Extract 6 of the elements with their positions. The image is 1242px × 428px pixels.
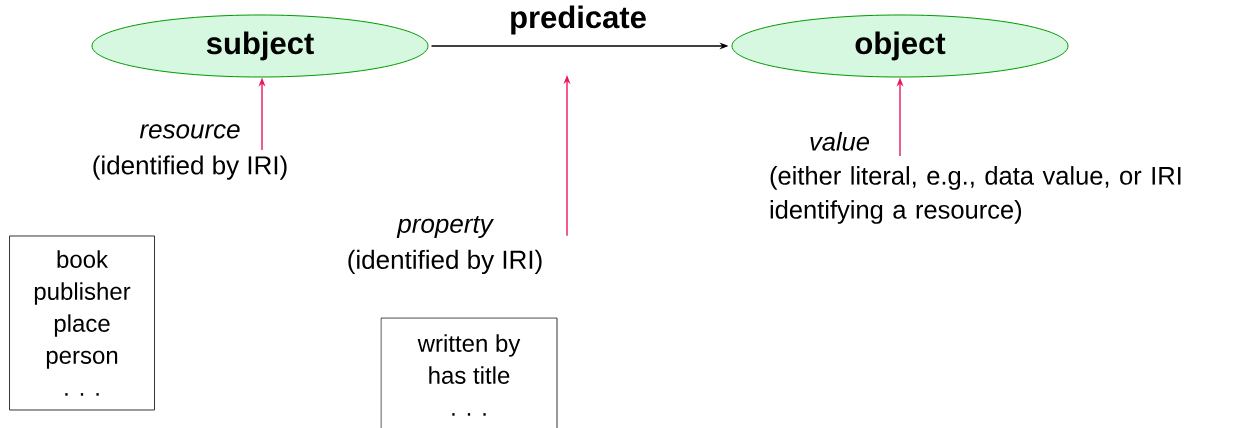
annotation-text: value (either literal, e.g., data value, or IRI identifying a resource) bbox=[770, 132, 1181, 224]
annotation-text: resource (identified by IRI) bbox=[93, 124, 287, 180]
example-list-box: written by has title . . . bbox=[380, 317, 558, 428]
edge-label: predicate bbox=[511, 5, 646, 35]
example-list-box: book publisher place person . . . bbox=[9, 235, 155, 411]
annotation-text: property (identified by IRI) bbox=[348, 215, 542, 275]
